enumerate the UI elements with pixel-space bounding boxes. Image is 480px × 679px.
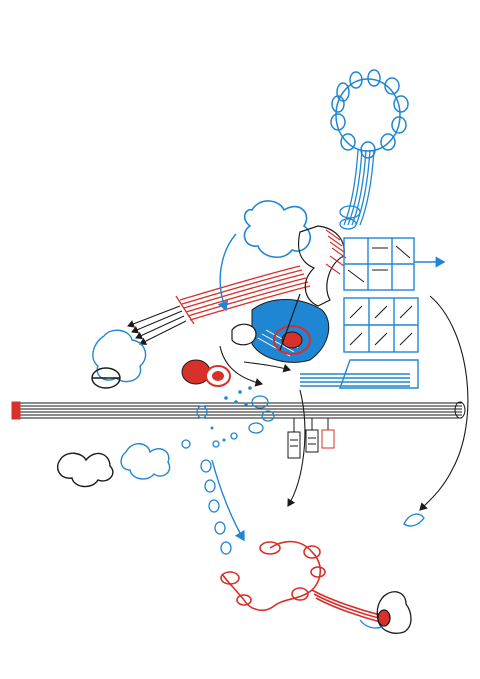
red-knotted-chain (220, 540, 389, 625)
blue-arrows (211, 233, 446, 542)
left-arc-arrow (219, 345, 306, 507)
red-blob-pair (181, 359, 231, 387)
blue-dots (210, 386, 252, 442)
red-striped-arm (175, 265, 311, 325)
red-boot-shape (359, 591, 412, 634)
right-arc-arrow (419, 295, 469, 511)
blue-bead-chain (181, 395, 275, 555)
grid-panel (300, 237, 419, 389)
blue-chain-loop (330, 69, 409, 159)
black-cloud-outline (56, 452, 114, 488)
horizontal-striped-bar (11, 401, 466, 420)
central-figure (231, 225, 347, 363)
blue-striped-column (339, 149, 375, 230)
hanging-tags (287, 418, 335, 459)
black-hatched-arrows (127, 305, 187, 345)
left-blue-cloud (91, 329, 147, 389)
blue-cloud-outline (120, 443, 171, 480)
blue-cloud-blob (243, 200, 311, 258)
blue-leaf-arrow (403, 513, 425, 527)
